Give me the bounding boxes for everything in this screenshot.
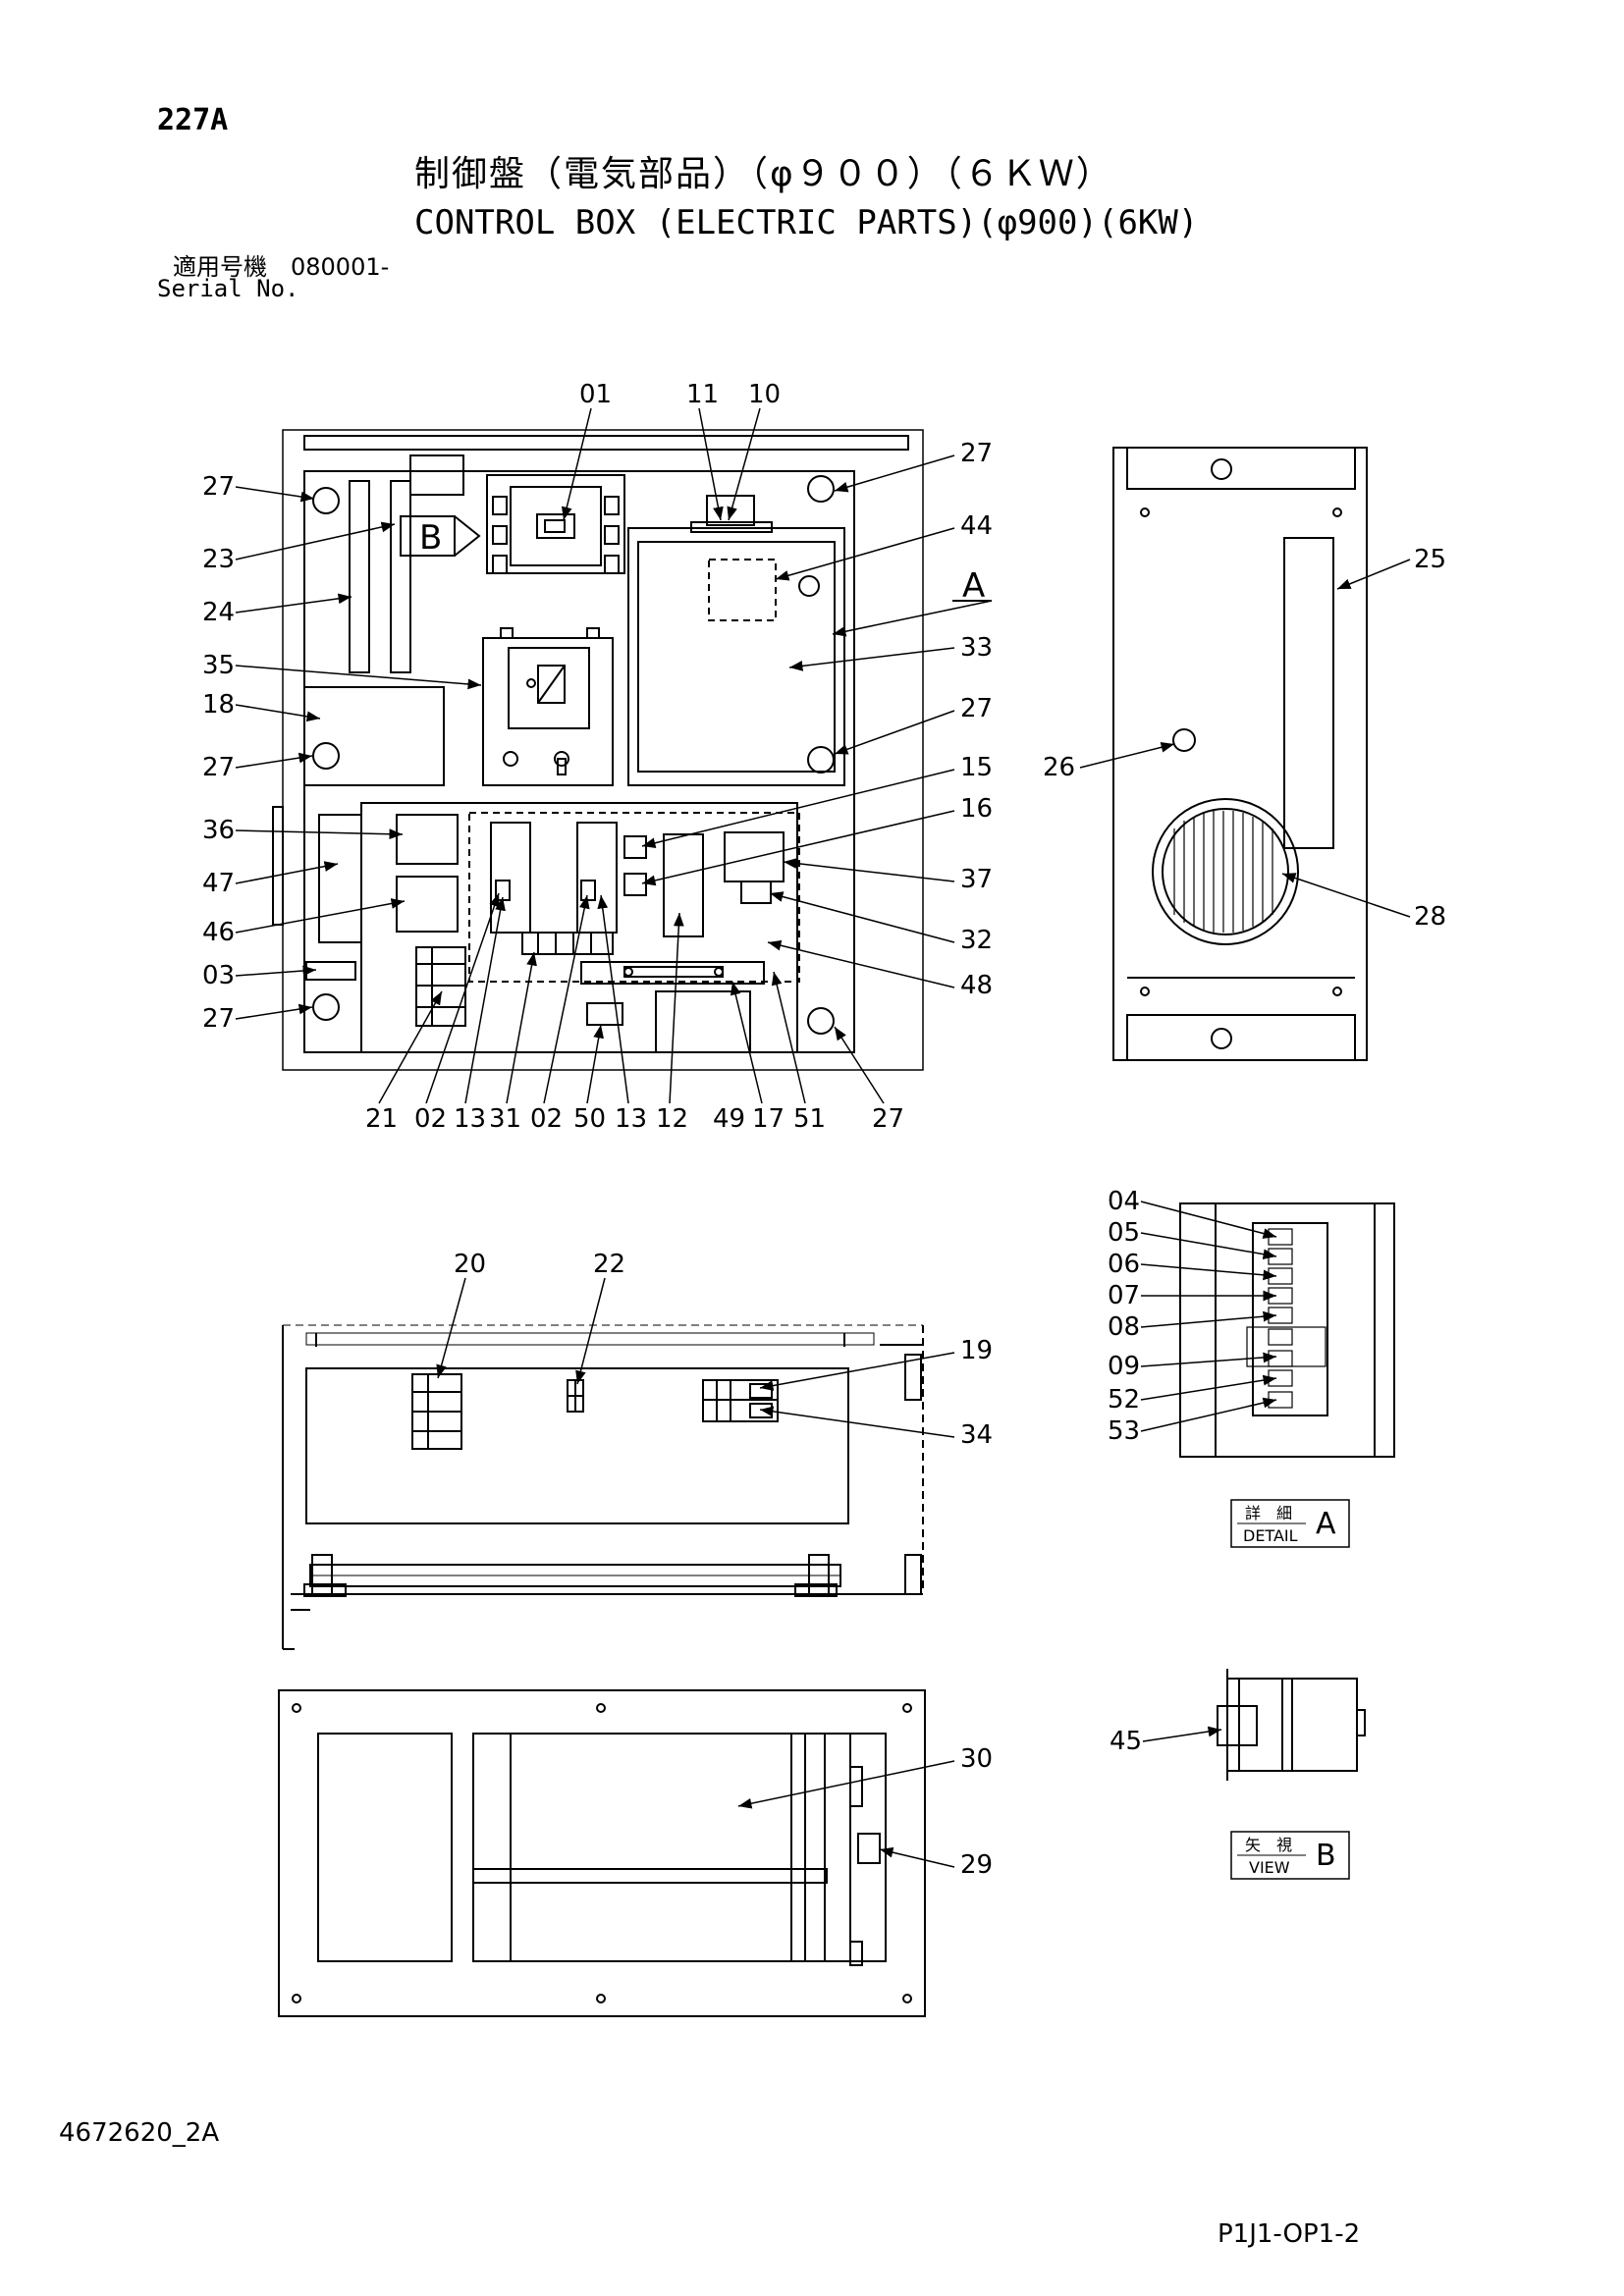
svg-text:51: 51 [793,1104,826,1134]
svg-text:17: 17 [752,1104,785,1134]
svg-text:07: 07 [1108,1281,1140,1310]
svg-text:34: 34 [960,1420,993,1450]
svg-text:27: 27 [202,753,235,782]
svg-text:21: 21 [365,1104,398,1134]
svg-text:11: 11 [686,380,719,409]
main-leader-lines [235,407,993,1104]
svg-text:06: 06 [1108,1250,1140,1279]
svg-text:23: 23 [202,545,235,574]
main-panel: B [272,429,924,1071]
svg-text:27: 27 [202,472,235,502]
view-b-callout: 45 [1110,1727,1142,1756]
svg-text:27: 27 [960,439,993,468]
detail-label-en: DETAIL [1243,1526,1298,1545]
svg-text:50: 50 [573,1104,606,1134]
svg-text:46: 46 [202,918,235,947]
view-b-label: 矢 視 VIEW B [1230,1831,1350,1880]
svg-text:15: 15 [960,753,993,782]
serial-label-japanese: 適用号機 080001- [173,253,390,281]
view-label-letter: B [1316,1839,1336,1873]
svg-text:29: 29 [960,1850,993,1880]
svg-text:33: 33 [960,633,993,663]
view-label-en: VIEW [1249,1858,1290,1877]
svg-text:22: 22 [593,1250,625,1279]
svg-text:37: 37 [960,865,993,894]
svg-text:24: 24 [202,598,235,627]
svg-text:13: 13 [454,1104,486,1134]
front-callouts: 20 22 19 34 [454,1250,993,1450]
title-japanese: 制御盤（電気部品）（φ９００）（６ＫＷ） [414,154,1113,194]
svg-text:20: 20 [454,1250,486,1279]
svg-text:32: 32 [960,926,993,955]
detail-label-letter: A [1316,1507,1336,1541]
view-label-jp: 矢 視 [1245,1836,1292,1854]
side-view [1112,447,1368,1061]
svg-text:27: 27 [872,1104,904,1134]
view-b-letter: B [419,518,442,558]
svg-text:04: 04 [1108,1187,1140,1216]
svg-text:18: 18 [202,690,235,720]
svg-text:30: 30 [960,1744,993,1774]
svg-text:44: 44 [960,511,993,541]
svg-text:12: 12 [656,1104,688,1134]
bottom-leader-lines [737,1760,955,1868]
title-english: CONTROL BOX (ELECTRIC PARTS)(φ900)(6KW) [414,203,1199,242]
svg-text:05: 05 [1108,1218,1140,1248]
svg-text:16: 16 [960,794,993,824]
svg-text:25: 25 [1414,545,1446,574]
svg-text:09: 09 [1108,1352,1140,1381]
detail-a-callouts: 04 05 06 07 08 09 52 53 [1108,1187,1140,1446]
svg-text:31: 31 [489,1104,521,1134]
view-b [1217,1669,1366,1781]
view-b-arrow-icon: B [400,515,481,558]
inverter-box [627,527,845,786]
svg-text:48: 48 [960,971,993,1000]
switch-unit [482,627,614,786]
svg-text:47: 47 [202,869,235,898]
bottom-panel [278,1689,926,2017]
page-code: P1J1-OP1-2 [1218,2219,1361,2249]
svg-text:02: 02 [530,1104,563,1134]
svg-text:10: 10 [748,380,781,409]
svg-text:01: 01 [579,380,612,409]
svg-text:49: 49 [713,1104,745,1134]
svg-text:08: 08 [1108,1312,1140,1342]
svg-text:19: 19 [960,1336,993,1365]
svg-text:27: 27 [202,1004,235,1034]
serial-label-english: Serial No. [157,275,299,302]
detail-a-label: 詳 細 DETAIL A [1230,1499,1350,1548]
side-callouts: 25 26 28 [1043,545,1446,932]
side-leader-lines [1079,559,1411,918]
detail-a-leader-lines [1140,1201,1277,1432]
main-callouts: 01 11 10 27 23 24 35 18 27 36 47 46 03 2… [202,380,993,1134]
svg-text:13: 13 [615,1104,647,1134]
svg-text:52: 52 [1108,1385,1140,1415]
svg-text:36: 36 [202,816,235,845]
svg-text:26: 26 [1043,753,1075,782]
front-leader-lines [436,1277,955,1438]
svg-text:53: 53 [1108,1416,1140,1446]
bottom-callouts: 30 29 [960,1744,993,1880]
svg-text:03: 03 [202,961,235,990]
svg-text:02: 02 [414,1104,447,1134]
svg-text:35: 35 [202,651,235,680]
svg-text:28: 28 [1414,902,1446,932]
breaker [486,474,625,574]
detail-a-marker: A [962,566,985,606]
page-number: 227A [157,103,229,137]
detail-a-view [1179,1202,1395,1458]
front-view [282,1324,924,1650]
drawing-number: 4672620_2A [59,2118,220,2148]
svg-text:27: 27 [960,694,993,723]
detail-label-jp: 詳 細 [1245,1504,1292,1522]
